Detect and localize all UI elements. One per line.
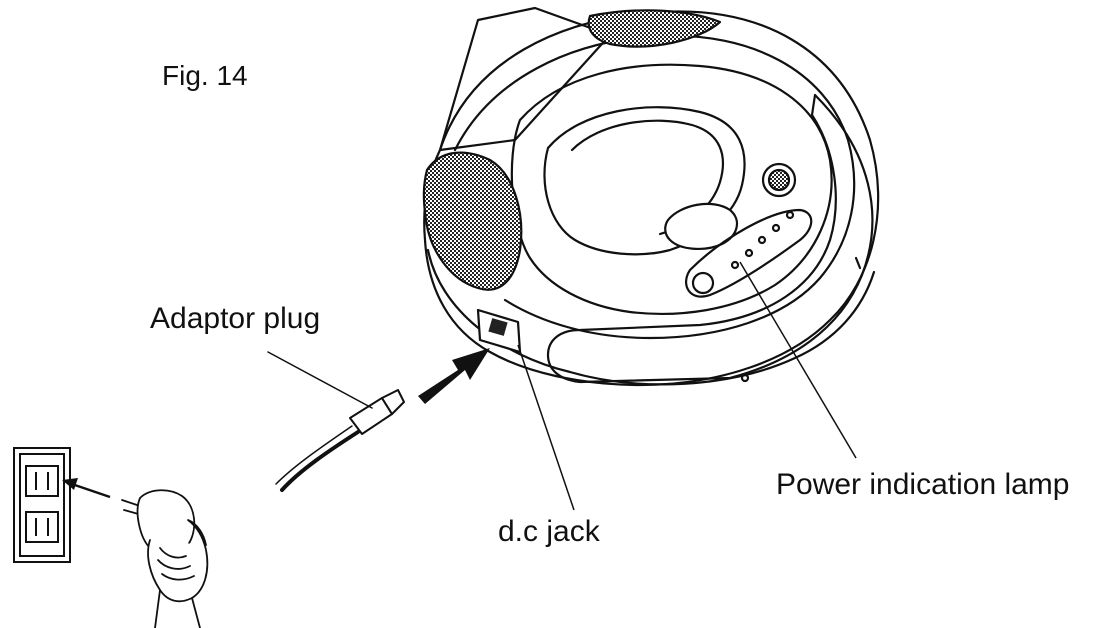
adaptor-plug-label: Adaptor plug [150, 302, 321, 335]
dc-jack-hole [488, 318, 508, 336]
plug-tip [381, 389, 405, 415]
adaptor-plug [267, 351, 405, 492]
indicator-lamp-4 [771, 223, 781, 233]
power-button[interactable] [691, 271, 715, 295]
robot-bumper [546, 93, 874, 384]
control-panel [685, 208, 813, 298]
hand-shape [147, 519, 209, 603]
insert-arrow [418, 348, 490, 404]
robot-vacuum [422, 6, 880, 387]
screw-hole [740, 373, 750, 383]
wall-outlet-icon [13, 447, 71, 563]
indicator-lamp-3 [757, 235, 767, 245]
figure-title: Fig. 14 [162, 60, 248, 91]
hand-icon [121, 489, 209, 628]
wrist [154, 589, 201, 628]
outlet-arrow [62, 478, 111, 499]
indicator-lamp-2 [744, 248, 754, 258]
robot-inner-deck [510, 63, 833, 315]
arrow-icon [418, 348, 490, 404]
dc-jack-label: d.c jack [498, 515, 600, 548]
outlet-socket-top [25, 465, 59, 497]
robot-side-wall [426, 248, 876, 386]
adaptor-leader-line [267, 351, 373, 409]
robot-top-rim [453, 34, 856, 340]
plug-cable-edge [275, 425, 353, 485]
hand-fingers [157, 547, 195, 581]
plug-cable [280, 430, 360, 492]
lamp-leader-line [739, 261, 857, 459]
robot-lid-panel [438, 6, 612, 152]
indicator-lamp-1 [730, 260, 740, 270]
left-speaker-grille [422, 151, 523, 291]
outlet-socket-bottom [25, 511, 59, 543]
clean-button-inner [767, 168, 791, 192]
jack-leader-line [517, 344, 575, 511]
power-indication-lamp-label: Power indication lamp [776, 468, 1070, 501]
bumper-slot [854, 256, 862, 270]
right-speaker-grille [587, 9, 722, 48]
indicator-lamp-5 [785, 210, 795, 220]
